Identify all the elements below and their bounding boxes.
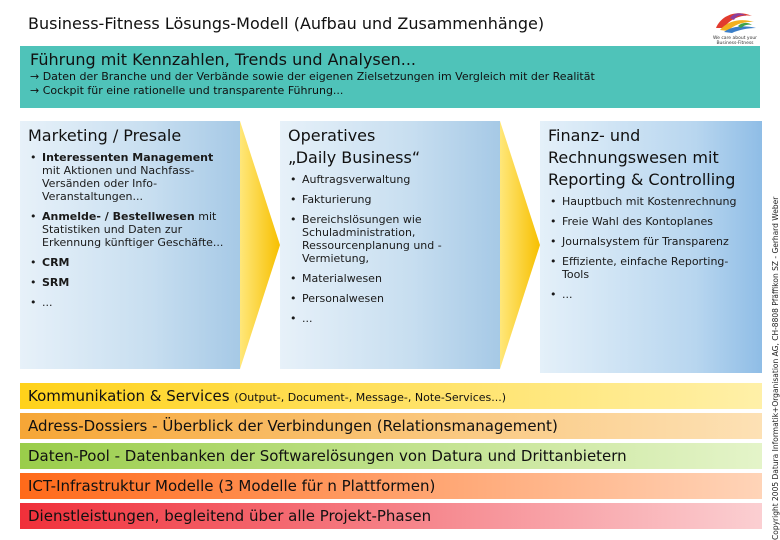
flow-arrow-icon xyxy=(240,121,280,369)
list-item: Hauptbuch mit Kostenrechnung xyxy=(548,195,754,208)
list-item: SRM xyxy=(28,276,232,289)
list-item: Materialwesen xyxy=(288,272,492,285)
leadership-heading: Führung mit Kennzahlen, Trends und Analy… xyxy=(30,50,416,69)
operations-heading: Operatives „Daily Business“ xyxy=(288,126,421,167)
list-item: ... xyxy=(28,296,232,309)
operations-list: Auftragsverwaltung Fakturierung Bereichs… xyxy=(288,173,492,325)
band-ict-infrastructure: ICT-Infrastruktur Modelle (3 Modelle für… xyxy=(20,473,762,499)
list-item: Effiziente, einfache Reporting-Tools xyxy=(548,255,754,281)
list-item: Bereichslösungen wie Schuladministration… xyxy=(288,213,492,265)
list-item: CRM xyxy=(28,256,232,269)
marketing-column: Marketing / Presale Interessenten Manage… xyxy=(20,121,240,369)
list-item: Interessenten Management mit Aktionen un… xyxy=(28,151,232,203)
list-item: Freie Wahl des Kontoplanes xyxy=(548,215,754,228)
finance-column: Finanz- und Rechnungswesen mit Reporting… xyxy=(540,121,762,373)
list-item: ... xyxy=(288,312,492,325)
list-item: Journalsystem für Transparenz xyxy=(548,235,754,248)
leadership-line-1: → Daten der Branche und der Verbände sow… xyxy=(30,70,595,83)
band-data-pool: Daten-Pool - Datenbanken der Softwarelös… xyxy=(20,443,762,469)
list-item: Anmelde- / Bestellwesen mit Statistiken … xyxy=(28,210,232,249)
leadership-banner: Führung mit Kennzahlen, Trends und Analy… xyxy=(20,46,760,108)
marketing-heading: Marketing / Presale xyxy=(28,126,182,145)
band-services: Dienstleistungen, begleitend über alle P… xyxy=(20,503,762,529)
marketing-list: Interessenten Management mit Aktionen un… xyxy=(28,151,232,309)
flow-arrow-icon xyxy=(500,121,540,369)
leadership-line-2: → Cockpit für eine rationelle und transp… xyxy=(30,84,344,97)
page-title: Business-Fitness Lösungs-Modell (Aufbau … xyxy=(28,14,545,33)
copyright-note: Copyright 2005 Datura Informatik+Organis… xyxy=(771,196,780,540)
list-item: Personalwesen xyxy=(288,292,492,305)
logo-swirl-icon xyxy=(716,13,756,33)
finance-list: Hauptbuch mit Kostenrechnung Freie Wahl … xyxy=(548,195,754,301)
finance-heading: Finanz- und Rechnungswesen mit Reporting… xyxy=(548,126,736,189)
list-item: ... xyxy=(548,288,754,301)
company-logo: We care about your Business-Fitness xyxy=(708,6,762,50)
operations-column: Operatives „Daily Business“ Auftragsverw… xyxy=(280,121,500,369)
logo-tagline: We care about your Business-Fitness xyxy=(712,36,758,46)
band-communication-services: Kommunikation & Services (Output-, Docum… xyxy=(20,383,762,409)
band-address-dossiers: Adress-Dossiers - Überblick der Verbindu… xyxy=(20,413,762,439)
list-item: Auftragsverwaltung xyxy=(288,173,492,186)
list-item: Fakturierung xyxy=(288,193,492,206)
